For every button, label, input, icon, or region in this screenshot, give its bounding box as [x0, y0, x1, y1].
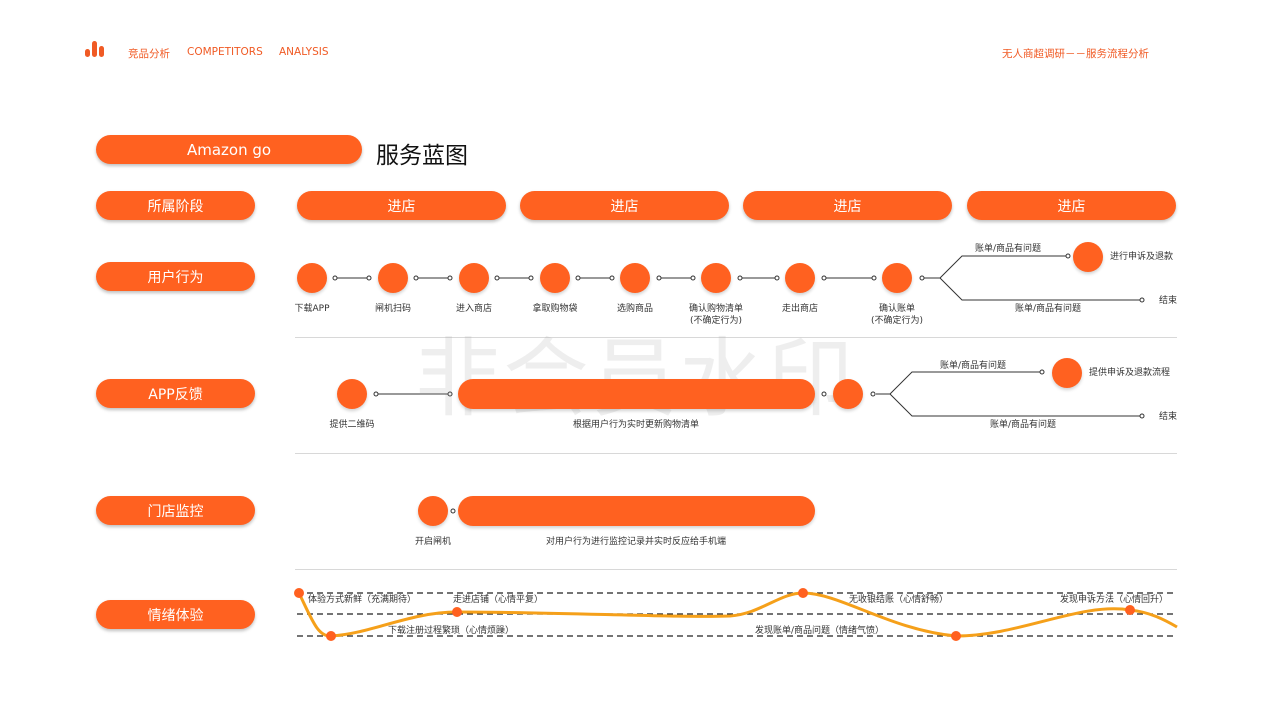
emotion-note: 走进店铺（心情平复）	[453, 595, 544, 605]
app-label-qr: 提供二维码	[329, 420, 375, 430]
watermark: 非会员水印	[415, 308, 855, 433]
emotion-note: 发现账单/商品问题（情绪气愤）	[755, 626, 885, 636]
stage-pill-3: 进店	[743, 191, 952, 220]
row-divider	[295, 569, 1177, 570]
step-label-enter-store: 进入商店	[455, 304, 492, 314]
header-competitors: COMPETITORS	[187, 46, 263, 58]
step-label-confirm-bill: 确认账单 (不确定行为)	[870, 304, 924, 326]
step-label-download-app: 下载APP	[294, 304, 330, 314]
row-divider	[295, 337, 1177, 338]
logo-icon	[85, 41, 107, 57]
row-divider	[295, 453, 1177, 454]
step-label-exit-store: 走出商店	[781, 304, 818, 314]
monitor-label-gate: 开启闸机	[414, 537, 451, 547]
header-page-subtitle: 无人商超调研－－服务流程分析	[1002, 48, 1149, 60]
step-dot	[459, 263, 489, 293]
row-label-emotion: 情绪体验	[96, 600, 255, 629]
page-title: 服务蓝图	[376, 143, 468, 169]
row-label-store-monitor: 门店监控	[96, 496, 255, 525]
emotion-note: 体验方式新鲜（充满期待）	[308, 595, 417, 605]
stage-pill-2: 进店	[520, 191, 729, 220]
row-label-app-feedback: APP反馈	[96, 379, 255, 408]
step-dot	[1073, 242, 1103, 272]
monitor-label-record: 对用户行为进行监控记录并实时反应给手机端	[545, 537, 726, 547]
app-branch-result-appeal: 提供申诉及退款流程	[1089, 368, 1171, 378]
app-label-update-list: 根据用户行为实时更新购物清单	[572, 420, 699, 430]
step-dot	[701, 263, 731, 293]
row-label-stage: 所属阶段	[96, 191, 255, 220]
emotion-note: 发现申诉方法（心情回升）	[1060, 595, 1169, 605]
step-dot	[297, 263, 327, 293]
header-analysis: ANALYSIS	[279, 46, 329, 58]
step-dot	[785, 263, 815, 293]
step-dot	[378, 263, 408, 293]
branch-result-appeal: 进行申诉及退款	[1110, 252, 1174, 262]
branch-label-problem-bottom: 账单/商品有问题	[1015, 304, 1082, 314]
step-label-take-bag: 拿取购物袋	[532, 304, 578, 314]
step-dot	[1052, 358, 1082, 388]
app-branch-problem-top: 账单/商品有问题	[940, 361, 1007, 371]
branch-result-end: 结束	[1159, 296, 1178, 306]
step-dot	[833, 379, 863, 409]
row-label-user-actions: 用户行为	[96, 262, 255, 291]
step-dot	[620, 263, 650, 293]
stage-pill-4: 进店	[967, 191, 1176, 220]
step-label-choose-goods: 选购商品	[616, 304, 653, 314]
step-label-gate-scan: 闸机扫码	[374, 304, 411, 314]
emotion-note: 无收银结账（心情舒畅）	[849, 595, 949, 605]
step-dot	[882, 263, 912, 293]
app-branch-problem-bottom: 账单/商品有问题	[990, 420, 1057, 430]
progress-bar	[458, 379, 815, 409]
brand-pill: Amazon go	[96, 135, 362, 164]
step-dot	[337, 379, 367, 409]
step-dot	[418, 496, 448, 526]
progress-bar	[458, 496, 815, 526]
emotion-note: 下载注册过程繁琐（心情烦躁）	[388, 626, 515, 636]
stage-pill-1: 进店	[297, 191, 506, 220]
header-category: 竞品分析	[128, 48, 170, 60]
branch-label-problem-top: 账单/商品有问题	[975, 244, 1042, 254]
app-branch-result-end: 结束	[1159, 412, 1178, 422]
step-label-confirm-list: 确认购物清单 (不确定行为)	[688, 304, 743, 326]
step-dot	[540, 263, 570, 293]
